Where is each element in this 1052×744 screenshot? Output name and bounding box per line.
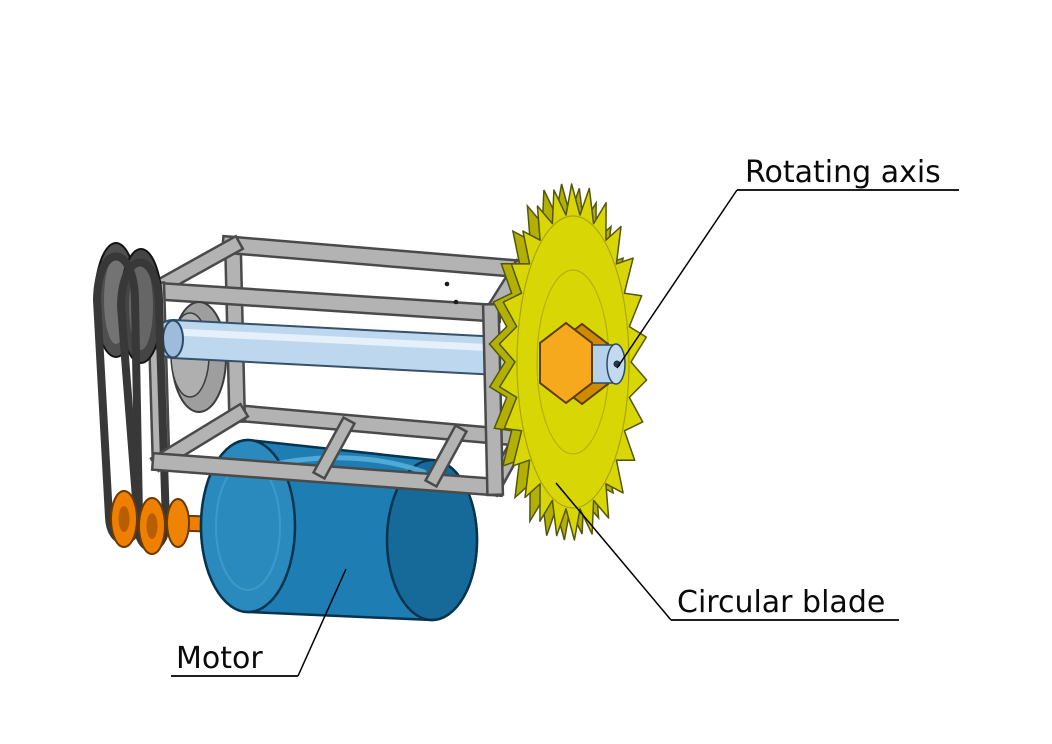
- shaft-flange: [166, 498, 190, 548]
- hex-nut-face: [539, 321, 593, 405]
- lower-pulley-2-groove: [146, 513, 158, 539]
- frame-beam: [427, 427, 465, 485]
- annotations: Rotating axis Circular blade Motor: [171, 155, 959, 677]
- label-circular-blade: Circular blade: [677, 585, 885, 620]
- frame-beam: [223, 237, 529, 277]
- frame-screw-1: [444, 281, 450, 287]
- leader-circular-blade: [555, 482, 672, 621]
- blade-tooth-base-ring: [516, 215, 630, 509]
- lower-pulley-1-groove: [118, 506, 130, 532]
- frame-beam: [152, 405, 247, 470]
- frame-beam: [229, 405, 529, 446]
- axis-left-cap: [162, 319, 184, 359]
- frame-beam: [146, 283, 500, 321]
- leader-rotating-axis: [616, 189, 738, 369]
- label-motor: Motor: [176, 641, 263, 676]
- motor-end-cap-right: [385, 458, 479, 622]
- axis-body: [155, 321, 518, 374]
- frame-screw-2: [453, 299, 459, 305]
- rotating-axis: [153, 319, 520, 376]
- frame-beam: [315, 419, 353, 477]
- hex-nut-assembly: [539, 321, 626, 406]
- leader-motor: [297, 568, 347, 677]
- axis-highlight: [172, 328, 501, 352]
- belt-drive: [93, 242, 245, 555]
- label-rotating-axis: Rotating axis: [745, 155, 941, 190]
